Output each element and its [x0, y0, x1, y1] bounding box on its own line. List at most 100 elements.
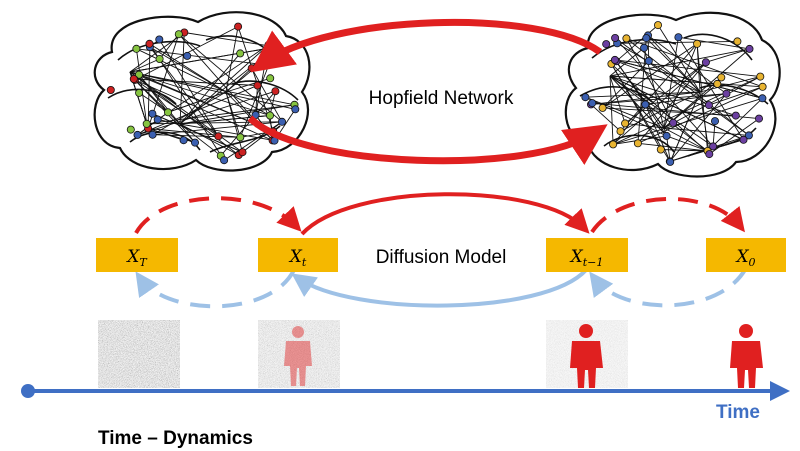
hopfield-network-right: [564, 11, 781, 178]
network-node: [148, 109, 157, 118]
network-node: [145, 39, 154, 48]
network-node: [174, 30, 183, 39]
network-node: [214, 132, 223, 141]
network-node: [134, 70, 143, 79]
network-node: [711, 117, 720, 126]
network-node: [581, 93, 590, 102]
state-symbol: X: [734, 247, 749, 267]
network-node: [642, 34, 651, 43]
network-node: [744, 131, 753, 140]
network-node: [265, 111, 274, 120]
network-node: [758, 94, 767, 103]
network-node: [666, 157, 675, 166]
network-node: [135, 88, 144, 97]
forward-arrow-xT-xt: [134, 196, 302, 235]
state-symbol: X: [569, 247, 584, 267]
network-node: [220, 156, 229, 165]
network-node: [236, 133, 245, 142]
network-node: [669, 118, 678, 127]
network-node: [610, 55, 619, 64]
state-box-xT: XT: [96, 238, 178, 272]
network-node: [183, 51, 192, 60]
network-node: [739, 135, 748, 144]
network-node: [654, 21, 663, 30]
network-node: [609, 140, 618, 149]
network-node: [674, 33, 683, 42]
noise-image-xT: [98, 320, 180, 388]
hopfield-arrow-bottom: [247, 115, 608, 165]
network-node: [266, 74, 275, 83]
svg-text:XT: XT: [125, 247, 148, 269]
network-node: [247, 64, 256, 73]
network-node: [264, 40, 273, 49]
state-box-xt-1: Xt−1: [546, 238, 628, 272]
backward-arrow-x0-xt1: [589, 267, 748, 308]
diffusion-model-label: Diffusion Model: [376, 247, 507, 268]
state-box-xt-rect: [258, 238, 338, 272]
network-node: [253, 81, 262, 90]
network-node: [271, 43, 280, 52]
forward-arrow-xt1-x0: [590, 197, 745, 234]
network-node: [701, 58, 710, 67]
hopfield-cycle: [247, 18, 608, 165]
network-node: [155, 55, 164, 64]
network-node: [622, 34, 631, 43]
network-node: [640, 43, 649, 52]
network-node: [705, 150, 714, 159]
network-node: [722, 89, 731, 98]
network-node: [756, 72, 765, 81]
network-node: [236, 49, 245, 58]
network-node: [129, 75, 138, 84]
network-node: [755, 114, 764, 123]
network-node: [179, 136, 188, 145]
forward-arrow-xt-xt1: [300, 192, 590, 236]
network-node: [621, 119, 630, 128]
network-node: [662, 131, 671, 140]
network-node: [126, 125, 135, 134]
diffusion-backward-arrows: [135, 267, 748, 309]
noise-image-xt-1: [546, 320, 628, 388]
network-node: [106, 86, 115, 95]
backward-arrow-xt1-xt: [291, 268, 588, 308]
network-node: [717, 73, 726, 82]
state-box-xT-rect: [96, 238, 178, 272]
caption-title: Time – Dynamics: [98, 428, 253, 449]
network-node: [611, 34, 620, 43]
svg-text:Xt−1: Xt−1: [569, 247, 604, 269]
network-node: [142, 119, 151, 128]
network-node: [644, 57, 653, 66]
network-node: [132, 44, 141, 53]
svg-text:X0: X0: [734, 247, 755, 269]
network-node: [693, 39, 702, 48]
faded-person-icon: [284, 326, 312, 386]
state-box-xt-1-rect: [546, 238, 628, 272]
network-node: [155, 35, 164, 44]
network-node: [148, 130, 157, 139]
state-box-x0-rect: [706, 238, 786, 272]
state-subscript: t: [302, 256, 307, 269]
network-node: [163, 108, 172, 117]
state-subscript: T: [139, 256, 148, 269]
network-node: [731, 111, 740, 120]
network-node: [641, 100, 650, 109]
network-node: [709, 142, 718, 151]
network-node: [190, 138, 199, 147]
state-box-xt: Xt: [258, 238, 338, 272]
hopfield-network-left: [93, 11, 311, 172]
backward-arrow-xt-xT: [135, 269, 296, 309]
network-node: [133, 130, 142, 139]
network-node: [234, 22, 243, 31]
state-subscript: 0: [749, 256, 756, 269]
network-node: [745, 44, 754, 53]
network-node: [704, 101, 713, 110]
network-node: [238, 148, 247, 157]
network-node: [271, 87, 280, 96]
hopfield-network-label: Hopfield Network: [369, 88, 514, 109]
diffusion-states: XT Xt Xt−1 X0: [96, 238, 786, 272]
network-node: [291, 105, 300, 114]
clear-person-icon: [570, 324, 603, 388]
network-node: [656, 145, 665, 154]
network-node: [633, 139, 642, 148]
network-node: [616, 127, 625, 136]
